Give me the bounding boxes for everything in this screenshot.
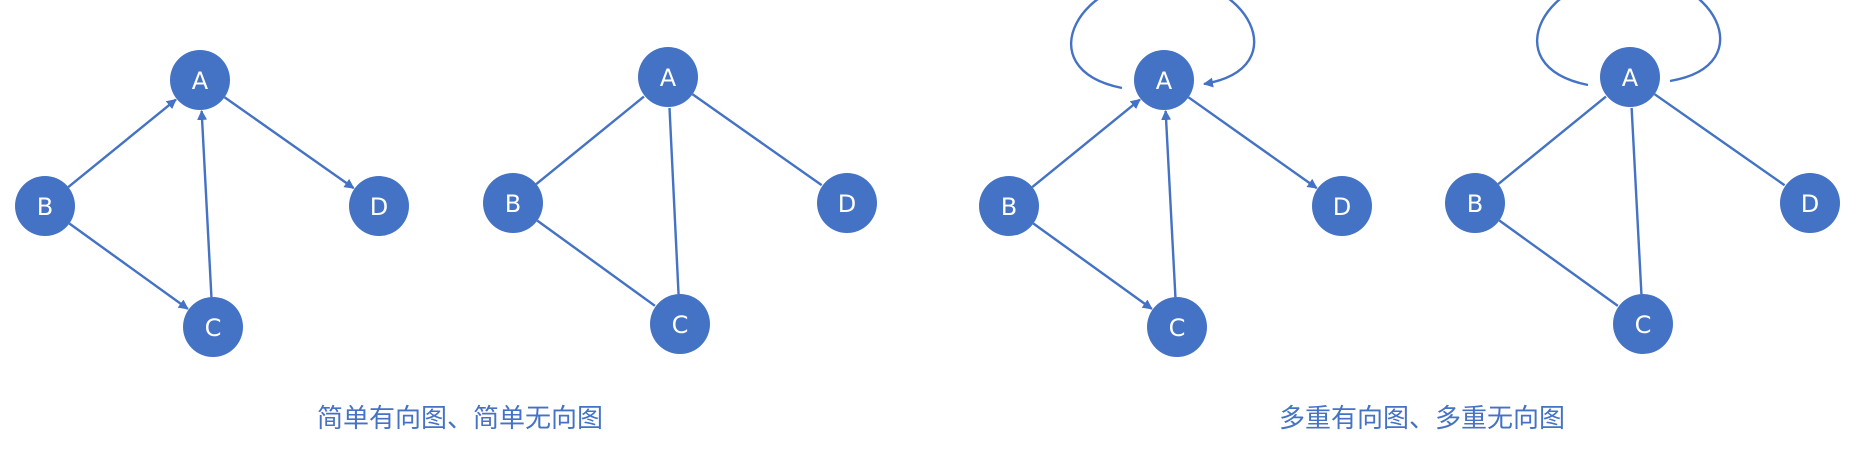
node-label: B (37, 193, 53, 221)
node-label: D (838, 190, 856, 218)
node-circle (1134, 50, 1194, 110)
node-label: C (205, 314, 222, 342)
caption-simple-graphs: 简单有向图、简单无向图 (317, 404, 603, 434)
edge-simple-directed-B-A (67, 98, 177, 189)
node-circle (638, 47, 698, 107)
node-multi-undirected-A: A (1600, 47, 1660, 107)
edge-simple-undirected-A-D (691, 93, 823, 187)
node-label: A (192, 67, 209, 95)
node-label: A (660, 64, 677, 92)
node-circle (1445, 173, 1505, 233)
node-label: C (1169, 314, 1186, 342)
edge-multi-undirected-C-A (1630, 107, 1643, 295)
edge-multi-undirected-B-C (1498, 219, 1619, 307)
node-multi-undirected-C: C (1613, 294, 1673, 354)
node-label: D (1801, 190, 1819, 218)
node-simple-directed-A: A (170, 50, 230, 110)
node-circle (979, 176, 1039, 236)
edge-simple-undirected-C-A (668, 107, 680, 295)
edge-multi-undirected-B-A (1497, 95, 1607, 186)
node-circle (1312, 176, 1372, 236)
edge-multi-directed-B-C (1032, 222, 1153, 310)
node-multi-directed-A: A (1134, 50, 1194, 110)
node-circle (817, 173, 877, 233)
node-simple-directed-C: C (183, 297, 243, 357)
node-simple-undirected-A: A (638, 47, 698, 107)
edge-multi-undirected-A-D (1653, 93, 1786, 187)
node-label: D (370, 193, 388, 221)
node-label: B (1467, 190, 1483, 218)
edge-multi-directed-B-A (1031, 98, 1141, 189)
node-circle (483, 173, 543, 233)
edge-simple-directed-C-A (197, 109, 213, 298)
node-simple-undirected-B: B (483, 173, 543, 233)
node-multi-directed-D: D (1312, 176, 1372, 236)
edge-simple-directed-B-C (68, 222, 189, 310)
node-multi-directed-B: B (979, 176, 1039, 236)
node-label: C (672, 311, 689, 339)
node-label: B (505, 190, 521, 218)
node-label: A (1622, 64, 1639, 92)
node-simple-directed-B: B (15, 176, 75, 236)
edge-multi-directed-A-D (1187, 96, 1318, 190)
node-simple-undirected-C: C (650, 294, 710, 354)
node-circle (650, 294, 710, 354)
node-circle (1780, 173, 1840, 233)
nodes-layer: A B C D A B C D A B C D A B C D (15, 47, 1840, 357)
node-label: A (1156, 67, 1173, 95)
edge-multi-undirected-A-A (1536, 0, 1722, 87)
node-simple-directed-D: D (349, 176, 409, 236)
node-circle (349, 176, 409, 236)
node-simple-undirected-D: D (817, 173, 877, 233)
node-circle (1147, 297, 1207, 357)
edges-layer (67, 0, 1786, 310)
node-circle (1600, 47, 1660, 107)
edge-simple-directed-A-D (223, 96, 355, 190)
node-multi-undirected-D: D (1780, 173, 1840, 233)
edge-multi-directed-A-A (1070, 0, 1256, 90)
node-label: D (1333, 193, 1351, 221)
caption-multi-graphs: 多重有向图、多重无向图 (1279, 404, 1565, 434)
node-circle (1613, 294, 1673, 354)
node-label: B (1001, 193, 1017, 221)
node-circle (170, 50, 230, 110)
node-circle (15, 176, 75, 236)
node-circle (183, 297, 243, 357)
node-label: C (1635, 311, 1652, 339)
edge-simple-undirected-B-A (535, 95, 645, 186)
node-multi-directed-C: C (1147, 297, 1207, 357)
edge-simple-undirected-B-C (536, 219, 656, 307)
edge-multi-directed-C-A (1161, 109, 1177, 298)
node-multi-undirected-B: B (1445, 173, 1505, 233)
